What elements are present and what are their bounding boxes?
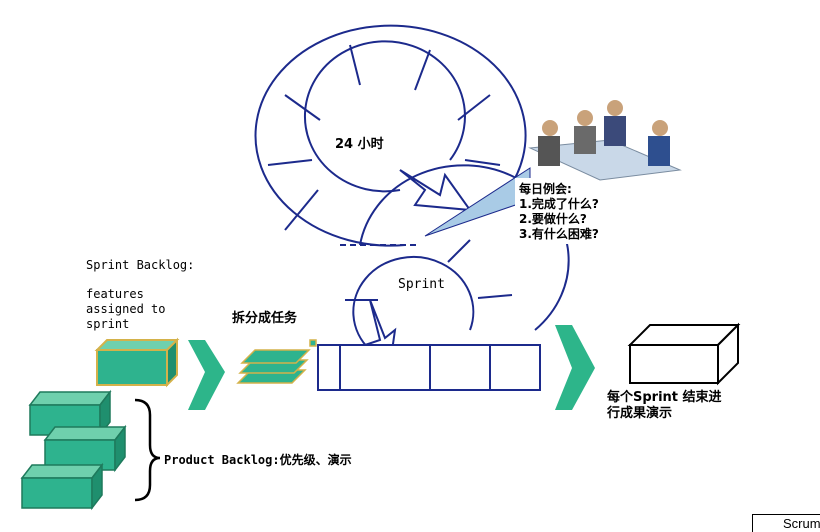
sprint-backlog-desc: features assigned to sprint (86, 287, 166, 331)
scrum-tab[interactable]: Scrum (752, 514, 820, 532)
sprint-end-label: 每个Sprint 结束进 行成果演示 (607, 390, 722, 421)
arrow-right-icon (188, 340, 225, 410)
white-box-icon (627, 322, 741, 386)
product-backlog-label: Product Backlog:优先级、演示 (164, 453, 352, 467)
meeting-callout-box (515, 178, 613, 244)
brace-icon (134, 398, 161, 502)
split-tasks-label: 拆分成任务 (232, 311, 298, 326)
arrow-right-icon (555, 325, 595, 410)
sprint-cycle-label: Sprint (398, 277, 445, 292)
backlog-box (43, 424, 127, 473)
daily-cycle-label: 24 小时 (335, 137, 384, 152)
daily-meeting-text: 每日例会: 1.完成了什么? 2.要做什么? 3.有什么困难? (519, 182, 599, 241)
meeting-people-icon (528, 100, 682, 181)
backlog-box (20, 462, 104, 511)
sprint-backlog-box (94, 337, 180, 388)
product-backlog-stack (20, 389, 127, 511)
sprint-rail (317, 344, 541, 391)
task-layers (236, 339, 317, 384)
sprint-backlog-title: Sprint Backlog: (86, 258, 195, 272)
